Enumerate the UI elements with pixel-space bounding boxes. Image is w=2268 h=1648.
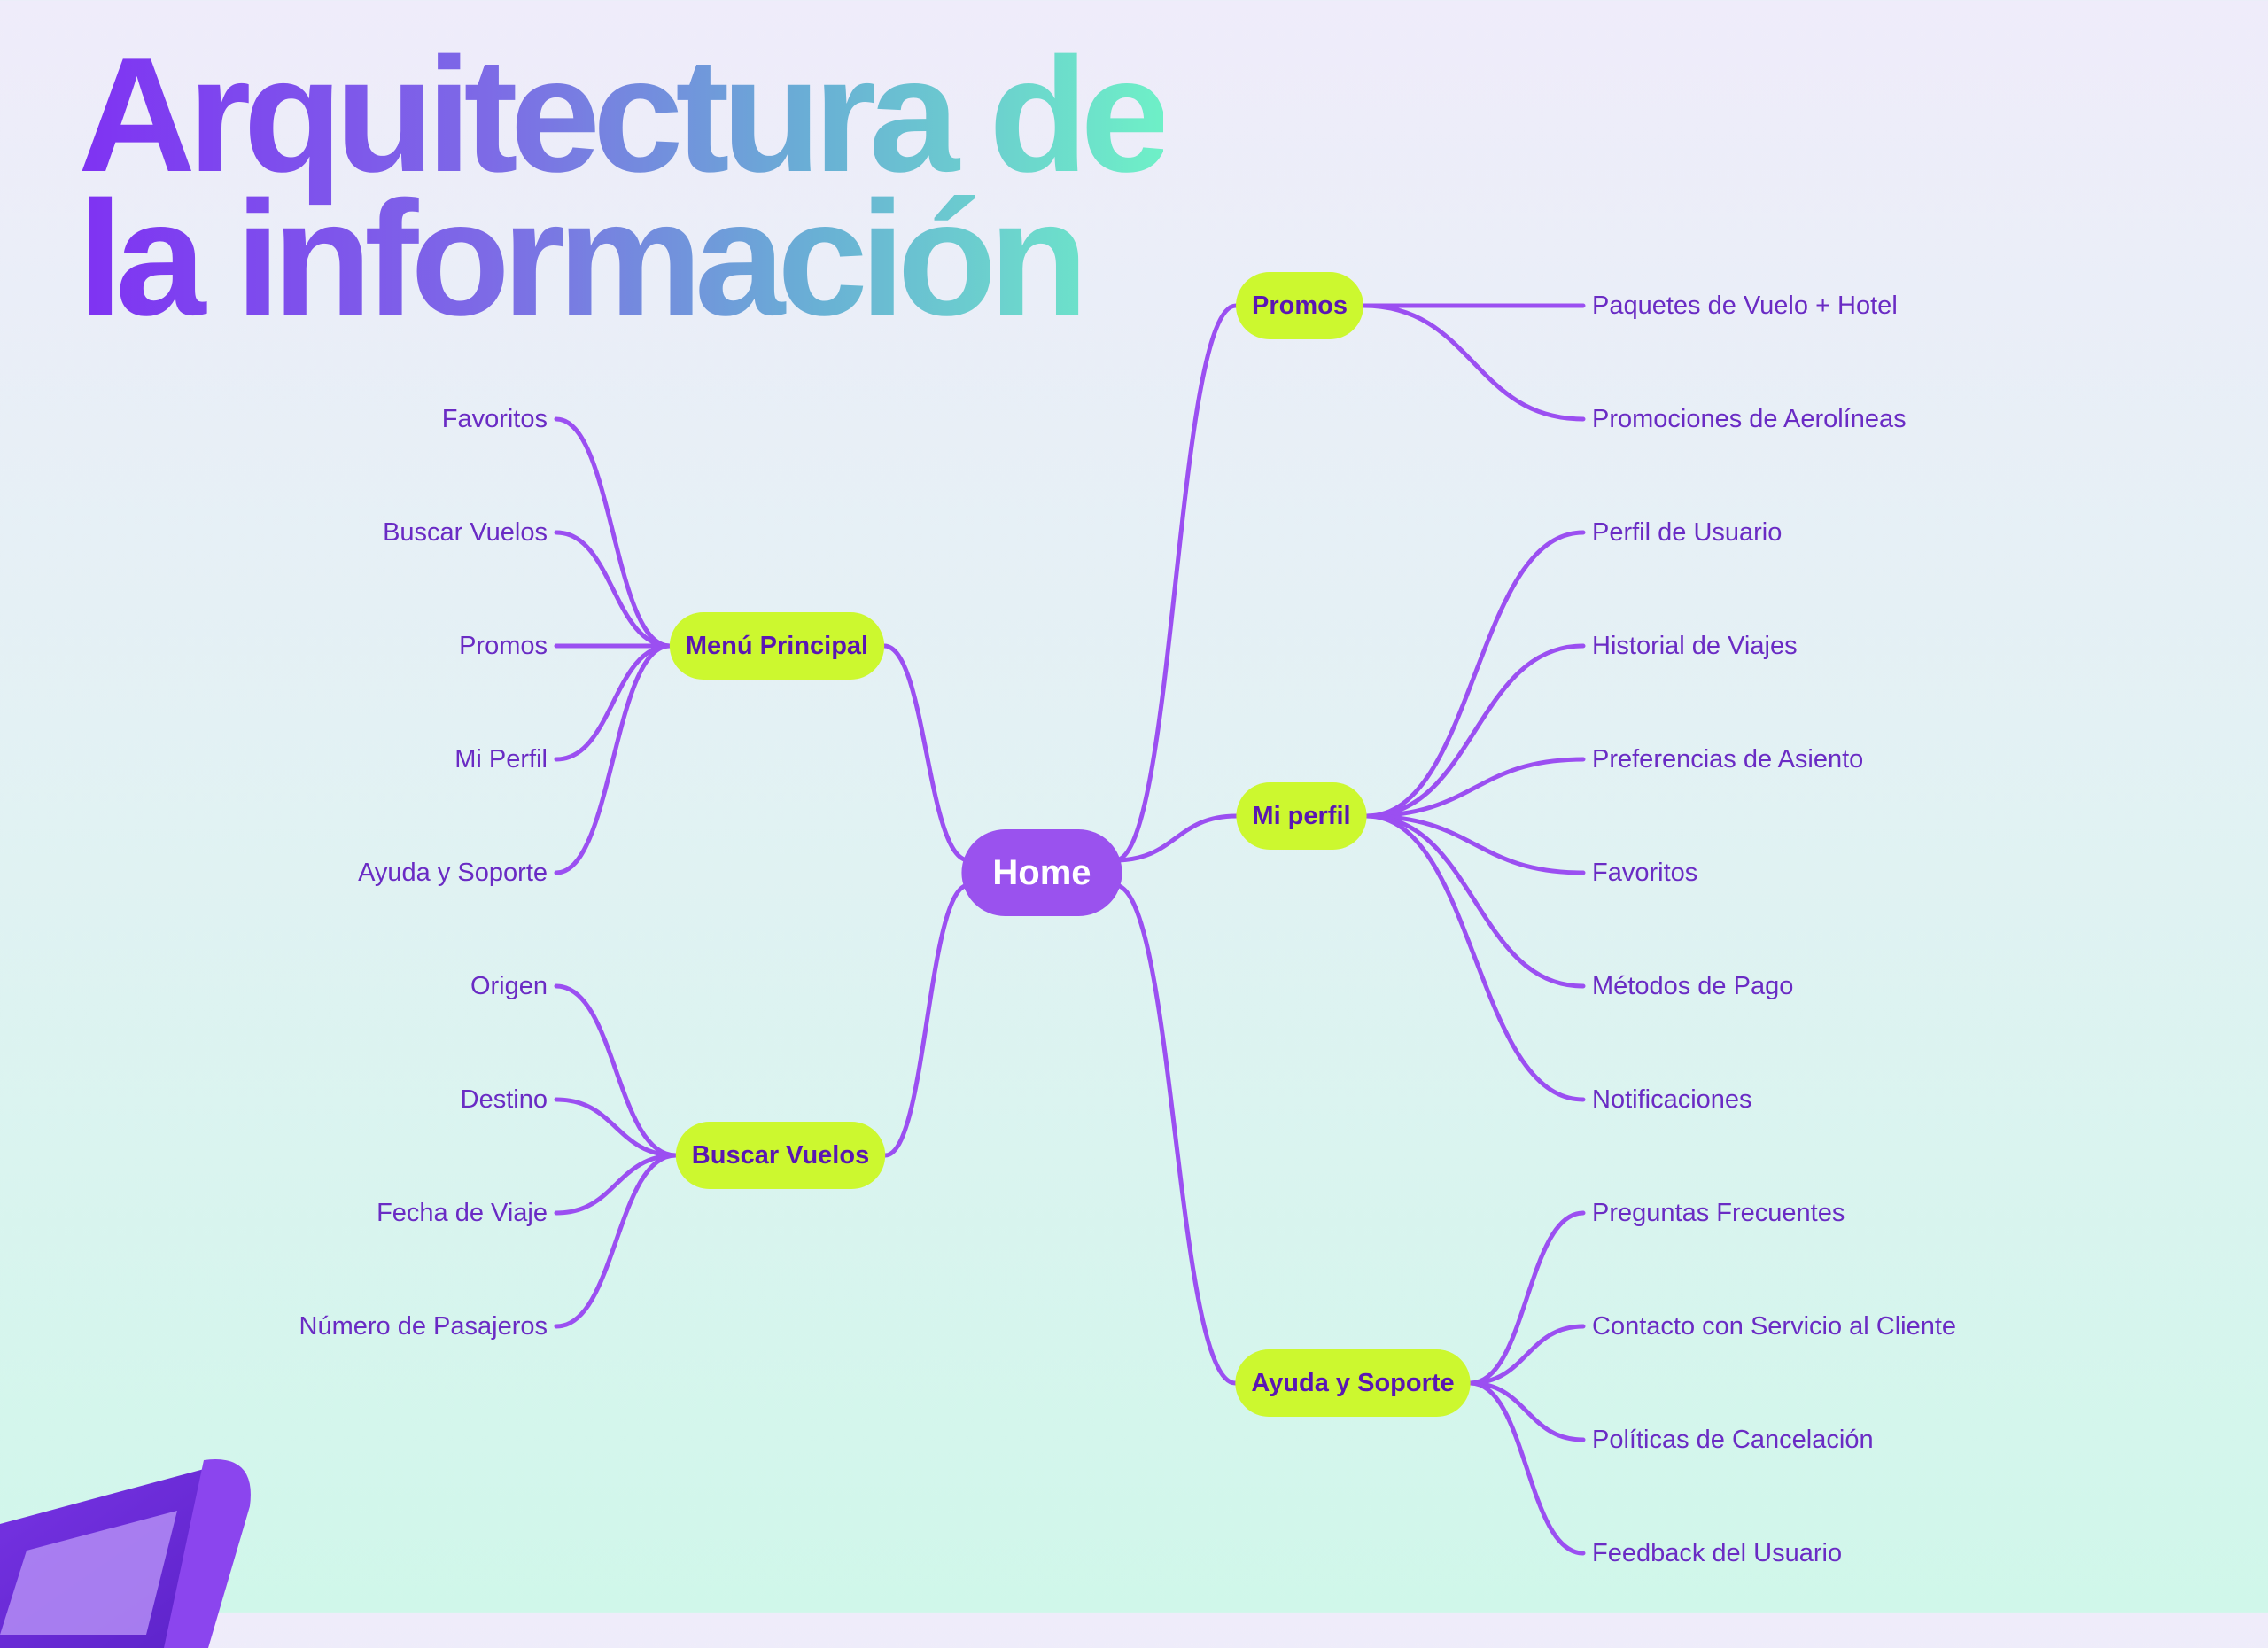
root-node-home-background — [961, 829, 1122, 916]
leaf-node-menu-principal-mi-perfil[interactable]: Mi Perfil — [454, 745, 548, 773]
connector-home-ayuda-y-soporte — [1113, 882, 1238, 1386]
branch-node-promos[interactable]: Promos — [1236, 272, 1363, 339]
leaf-node-menu-principal-favoritos[interactable]: Favoritos — [442, 405, 548, 433]
branch-node-mi-perfil-background — [1236, 782, 1367, 850]
root-node-home[interactable]: Home — [961, 829, 1122, 916]
connector-buscar-vuelos-origen — [554, 983, 679, 1158]
leaf-node-buscar-vuelos-origen[interactable]: Origen — [470, 972, 548, 1000]
leaf-node-menu-principal-promos[interactable]: Promos — [459, 632, 548, 660]
connector-mi-perfil-favoritos — [1364, 813, 1586, 875]
connector-lines — [554, 303, 1586, 1556]
connector-buscar-vuelos-fecha-de-viaje — [554, 1153, 679, 1216]
leaf-node-ayuda-y-soporte-preguntas-frecuentes[interactable]: Preguntas Frecuentes — [1592, 1199, 1845, 1227]
connector-menu-principal-buscar-vuelos — [554, 530, 672, 649]
connector-buscar-vuelos-numero-de-pasajeros — [554, 1153, 679, 1329]
branch-node-menu-principal-label: Menú Principal — [686, 632, 868, 660]
connector-ayuda-y-soporte-politicas-de-cancelacion — [1468, 1380, 1586, 1442]
branch-node-menu-principal-background — [669, 612, 885, 680]
connector-buscar-vuelos-destino — [554, 1097, 679, 1158]
leaf-node-mi-perfil-historial-de-viajes[interactable]: Historial de Viajes — [1592, 632, 1798, 660]
leaf-node-ayuda-y-soporte-politicas-de-cancelacion[interactable]: Políticas de Cancelación — [1592, 1426, 1874, 1454]
connector-home-mi-perfil — [1113, 813, 1239, 863]
leaf-node-buscar-vuelos-fecha-de-viaje[interactable]: Fecha de Viaje — [377, 1199, 548, 1227]
leaf-node-mi-perfil-metodos-de-pago[interactable]: Métodos de Pago — [1592, 972, 1793, 1000]
connector-menu-principal-ayuda-y-soporte — [554, 643, 672, 875]
connector-menu-principal-mi-perfil — [554, 643, 672, 762]
branch-node-promos-background — [1236, 272, 1363, 339]
leaf-node-mi-perfil-preferencias-de-asiento[interactable]: Preferencias de Asiento — [1592, 745, 1863, 773]
leaf-node-promos-promociones-de-aerolineas[interactable]: Promociones de Aerolíneas — [1592, 405, 1907, 433]
connector-menu-principal-favoritos — [554, 416, 672, 649]
leaf-node-menu-principal-ayuda-y-soporte[interactable]: Ayuda y Soporte — [358, 859, 548, 887]
leaf-node-promos-paquetes-de-vuelo-hotel[interactable]: Paquetes de Vuelo + Hotel — [1592, 292, 1898, 320]
leaf-node-buscar-vuelos-destino[interactable]: Destino — [461, 1085, 548, 1114]
branch-node-ayuda-y-soporte-background — [1235, 1349, 1471, 1417]
connector-mi-perfil-historial-de-viajes — [1364, 643, 1586, 819]
leaf-node-mi-perfil-notificaciones[interactable]: Notificaciones — [1592, 1085, 1752, 1114]
decorative-triangle-shape — [0, 1459, 251, 1648]
connector-mi-perfil-perfil-de-usuario — [1364, 530, 1586, 819]
connector-ayuda-y-soporte-preguntas-frecuentes — [1468, 1210, 1586, 1386]
connector-ayuda-y-soporte-contacto-con-servicio-al-cliente — [1468, 1324, 1586, 1386]
branch-node-mi-perfil-label: Mi perfil — [1252, 802, 1350, 830]
leaf-node-mi-perfil-favoritos[interactable]: Favoritos — [1592, 859, 1697, 887]
connector-mi-perfil-metodos-de-pago — [1364, 813, 1586, 989]
leaf-node-ayuda-y-soporte-feedback-del-usuario[interactable]: Feedback del Usuario — [1592, 1539, 1842, 1567]
connector-promos-promociones-de-aerolineas — [1361, 303, 1586, 422]
root-node-home-label: Home — [992, 853, 1091, 892]
branch-node-buscar-vuelos-label: Buscar Vuelos — [692, 1141, 869, 1170]
connector-mi-perfil-preferencias-de-asiento — [1364, 757, 1586, 819]
leaf-node-buscar-vuelos-numero-de-pasajeros[interactable]: Número de Pasajeros — [299, 1312, 548, 1341]
connector-ayuda-y-soporte-feedback-del-usuario — [1468, 1380, 1586, 1556]
leaf-node-ayuda-y-soporte-contacto-con-servicio-al-cliente[interactable]: Contacto con Servicio al Cliente — [1592, 1312, 1956, 1341]
leaf-node-mi-perfil-perfil-de-usuario[interactable]: Perfil de Usuario — [1592, 518, 1782, 547]
leaf-node-menu-principal-buscar-vuelos[interactable]: Buscar Vuelos — [383, 518, 548, 547]
branch-node-promos-label: Promos — [1252, 292, 1348, 320]
connector-home-menu-principal — [882, 643, 971, 863]
branch-node-ayuda-y-soporte-label: Ayuda y Soporte — [1251, 1369, 1454, 1397]
branch-node-buscar-vuelos[interactable]: Buscar Vuelos — [675, 1122, 886, 1189]
branch-node-mi-perfil[interactable]: Mi perfil — [1236, 782, 1367, 850]
connector-mi-perfil-notificaciones — [1364, 813, 1586, 1102]
connector-home-buscar-vuelos — [882, 882, 971, 1158]
branch-node-buscar-vuelos-background — [675, 1122, 886, 1189]
branch-node-ayuda-y-soporte[interactable]: Ayuda y Soporte — [1235, 1349, 1471, 1417]
connector-home-promos — [1113, 303, 1239, 863]
branch-node-menu-principal[interactable]: Menú Principal — [669, 612, 885, 680]
